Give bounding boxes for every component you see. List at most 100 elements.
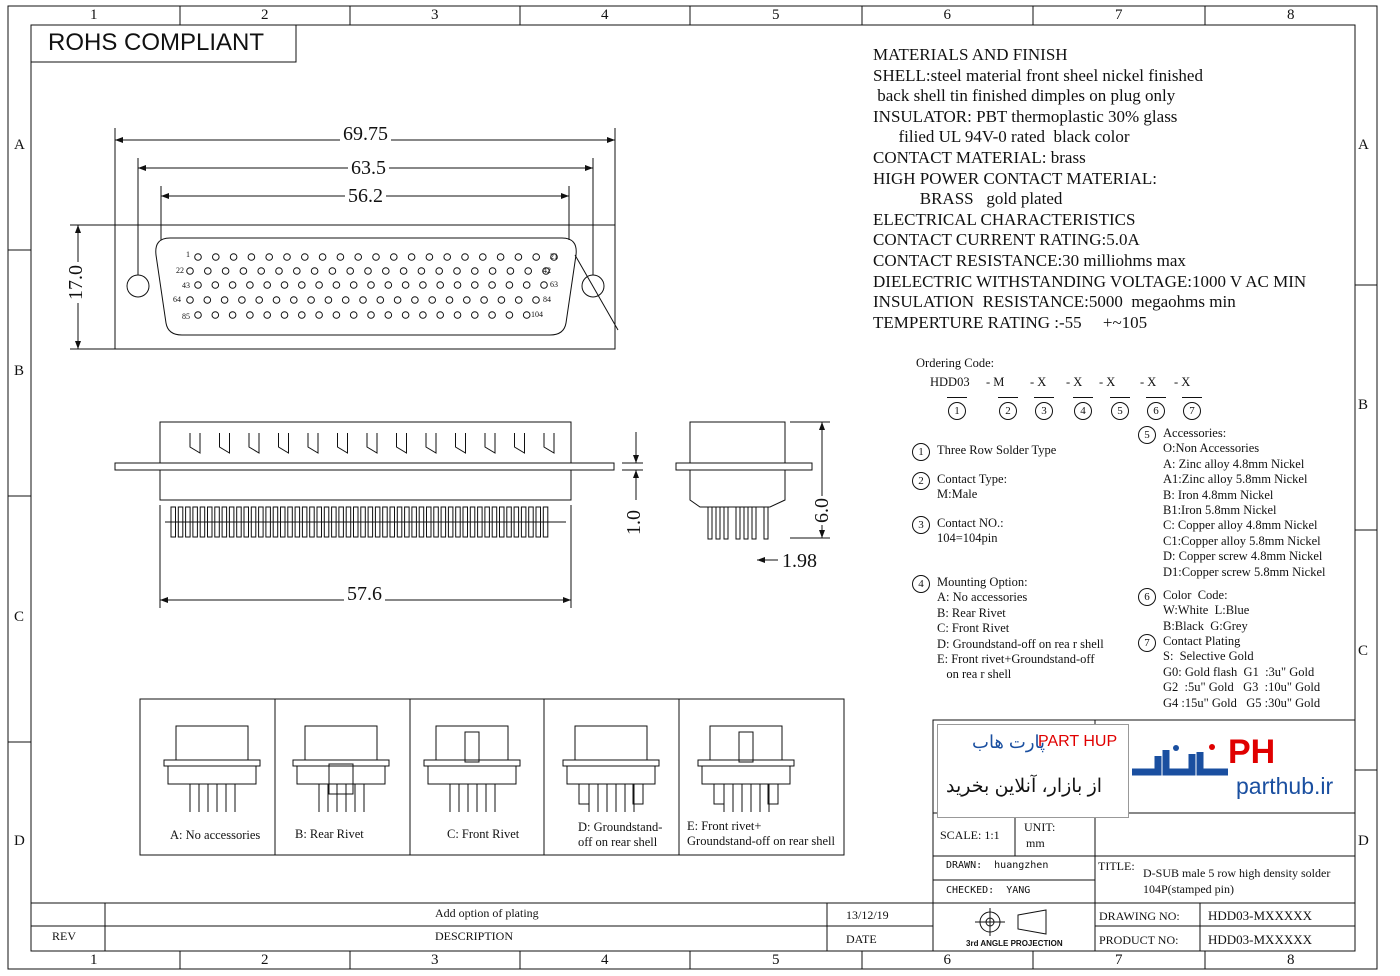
end-pin bbox=[707, 506, 713, 540]
pin-hole bbox=[488, 267, 497, 275]
contact-tooth bbox=[278, 433, 289, 454]
pin-hole bbox=[522, 281, 531, 289]
dim-height: 17.0 bbox=[65, 262, 87, 303]
contact-tooth bbox=[396, 433, 407, 454]
ordering-code-part: - M bbox=[986, 375, 1005, 389]
pin-hole bbox=[247, 253, 256, 261]
pin-hole bbox=[324, 296, 333, 304]
pin-hole bbox=[328, 267, 337, 275]
row-label: B bbox=[1358, 397, 1369, 413]
date-header: DATE bbox=[846, 932, 877, 946]
row-label: A bbox=[14, 137, 25, 153]
logo-fa-name: پارت هاب bbox=[972, 732, 1046, 752]
pin-hole bbox=[341, 296, 350, 304]
ordering-code-part: - X bbox=[1140, 375, 1157, 389]
row-label: C bbox=[14, 609, 25, 625]
materials-line: back shell tin finished dimples on plug … bbox=[873, 86, 1176, 106]
pin-hole bbox=[372, 253, 380, 261]
pin-hole bbox=[419, 311, 427, 319]
pin-hole bbox=[263, 311, 272, 319]
pin-hole bbox=[532, 296, 540, 304]
dimension-arrow bbox=[585, 165, 593, 171]
pin-label: 43 bbox=[182, 281, 190, 290]
option-line: M:Male bbox=[937, 487, 978, 502]
option-line: B:Black G:Grey bbox=[1163, 618, 1248, 633]
code-underline bbox=[1034, 397, 1054, 398]
pin-hole bbox=[443, 253, 452, 261]
dimension-arrow bbox=[563, 597, 571, 603]
ordering-code-number: 6 bbox=[1147, 402, 1165, 420]
dimension-arrow bbox=[75, 225, 81, 233]
pin-hole bbox=[332, 311, 341, 319]
pin-hole bbox=[393, 296, 402, 304]
mounting-panel-label: Groundstand-off on rear shell bbox=[687, 834, 835, 848]
pin-hole bbox=[401, 281, 410, 289]
pin-hole bbox=[471, 311, 479, 319]
row-label: C bbox=[1358, 643, 1369, 659]
pin-hole bbox=[290, 296, 298, 304]
pin-label: 1 bbox=[186, 250, 190, 259]
pin-hole bbox=[524, 267, 533, 275]
ordering-code-number: 7 bbox=[1183, 402, 1201, 420]
pin-hole bbox=[315, 281, 323, 289]
column-label: 6 bbox=[943, 952, 952, 968]
drawn-by: DRAWN: huangzhen bbox=[946, 860, 1049, 871]
column-label: 5 bbox=[772, 952, 780, 968]
pin-hole bbox=[540, 281, 548, 289]
materials-line: INSULATION RESISTANCE:5000 megaohms min bbox=[873, 292, 1236, 312]
ordering-code-number: 3 bbox=[1035, 402, 1053, 420]
code-underline bbox=[1073, 397, 1093, 398]
row-label: B bbox=[14, 363, 25, 379]
option-line: G2 :5u" Gold G3 :10u" Gold bbox=[1163, 680, 1321, 695]
pin-label: 21 bbox=[550, 252, 558, 261]
mounting-sketch bbox=[562, 725, 660, 812]
option-line: B: Iron 4.8mm Nickel bbox=[1163, 487, 1274, 502]
column-label: 8 bbox=[1287, 952, 1295, 968]
pin-hole bbox=[263, 281, 272, 289]
drawing-no: HDD03-MXXXXX bbox=[1208, 908, 1312, 923]
pin-hole bbox=[463, 296, 471, 304]
option-line: G4 :15u" Gold G5 :30u" Gold bbox=[1163, 695, 1321, 710]
dimension-arrow bbox=[819, 530, 825, 538]
scale-label: SCALE: 1:1 bbox=[940, 828, 1000, 842]
dim-pin-length: 1.98 bbox=[782, 550, 817, 572]
option-line: C: Copper alloy 4.8mm Nickel bbox=[1163, 518, 1318, 533]
column-label: 1 bbox=[90, 7, 98, 23]
pin-hole bbox=[239, 267, 248, 275]
dim-hole-spacing: 63.5 bbox=[348, 158, 389, 178]
end-pin bbox=[735, 506, 741, 540]
option-number: 5 bbox=[1138, 426, 1156, 444]
pin-hole bbox=[332, 281, 341, 289]
row-label: D bbox=[1358, 833, 1369, 849]
pin-hole bbox=[336, 253, 345, 261]
option-line: E: Front rivet+Groundstand-off bbox=[937, 652, 1095, 666]
option-line: B1:Iron 5.8mm Nickel bbox=[1163, 503, 1277, 517]
pin-hole bbox=[220, 296, 229, 304]
column-label: 4 bbox=[601, 952, 609, 968]
title-line-2: 104P(stamped pin) bbox=[1143, 882, 1234, 896]
pin-hole bbox=[436, 281, 445, 289]
product-no: HDD03-MXXXXX bbox=[1208, 932, 1312, 947]
ordering-code-part: HDD03 bbox=[930, 375, 970, 389]
pin-hole bbox=[211, 311, 220, 319]
option-line: Accessories: bbox=[1163, 426, 1227, 440]
option-number: 4 bbox=[912, 575, 930, 593]
pin-hole bbox=[453, 311, 462, 319]
end-pin bbox=[751, 506, 757, 540]
ordering-code-number: 4 bbox=[1074, 402, 1092, 420]
pin-hole bbox=[246, 311, 254, 319]
option-line: B: Rear Rivet bbox=[937, 605, 1006, 620]
pin-hole bbox=[186, 296, 194, 304]
materials-line: HIGH POWER CONTACT MATERIAL: bbox=[873, 168, 1158, 188]
logo-url: parthub.ir bbox=[1236, 773, 1334, 799]
dimension-arrow bbox=[561, 193, 569, 199]
pin-label: 64 bbox=[173, 295, 181, 304]
pin-hole bbox=[514, 253, 523, 261]
dimension-arrow bbox=[633, 455, 639, 463]
drawing-no-label: DRAWING NO: bbox=[1099, 909, 1180, 923]
pin-hole bbox=[401, 311, 410, 319]
row-label: D bbox=[14, 833, 25, 849]
rev-header: REV bbox=[52, 929, 76, 943]
pin-label: 22 bbox=[176, 266, 184, 275]
pin-hole bbox=[265, 253, 274, 261]
